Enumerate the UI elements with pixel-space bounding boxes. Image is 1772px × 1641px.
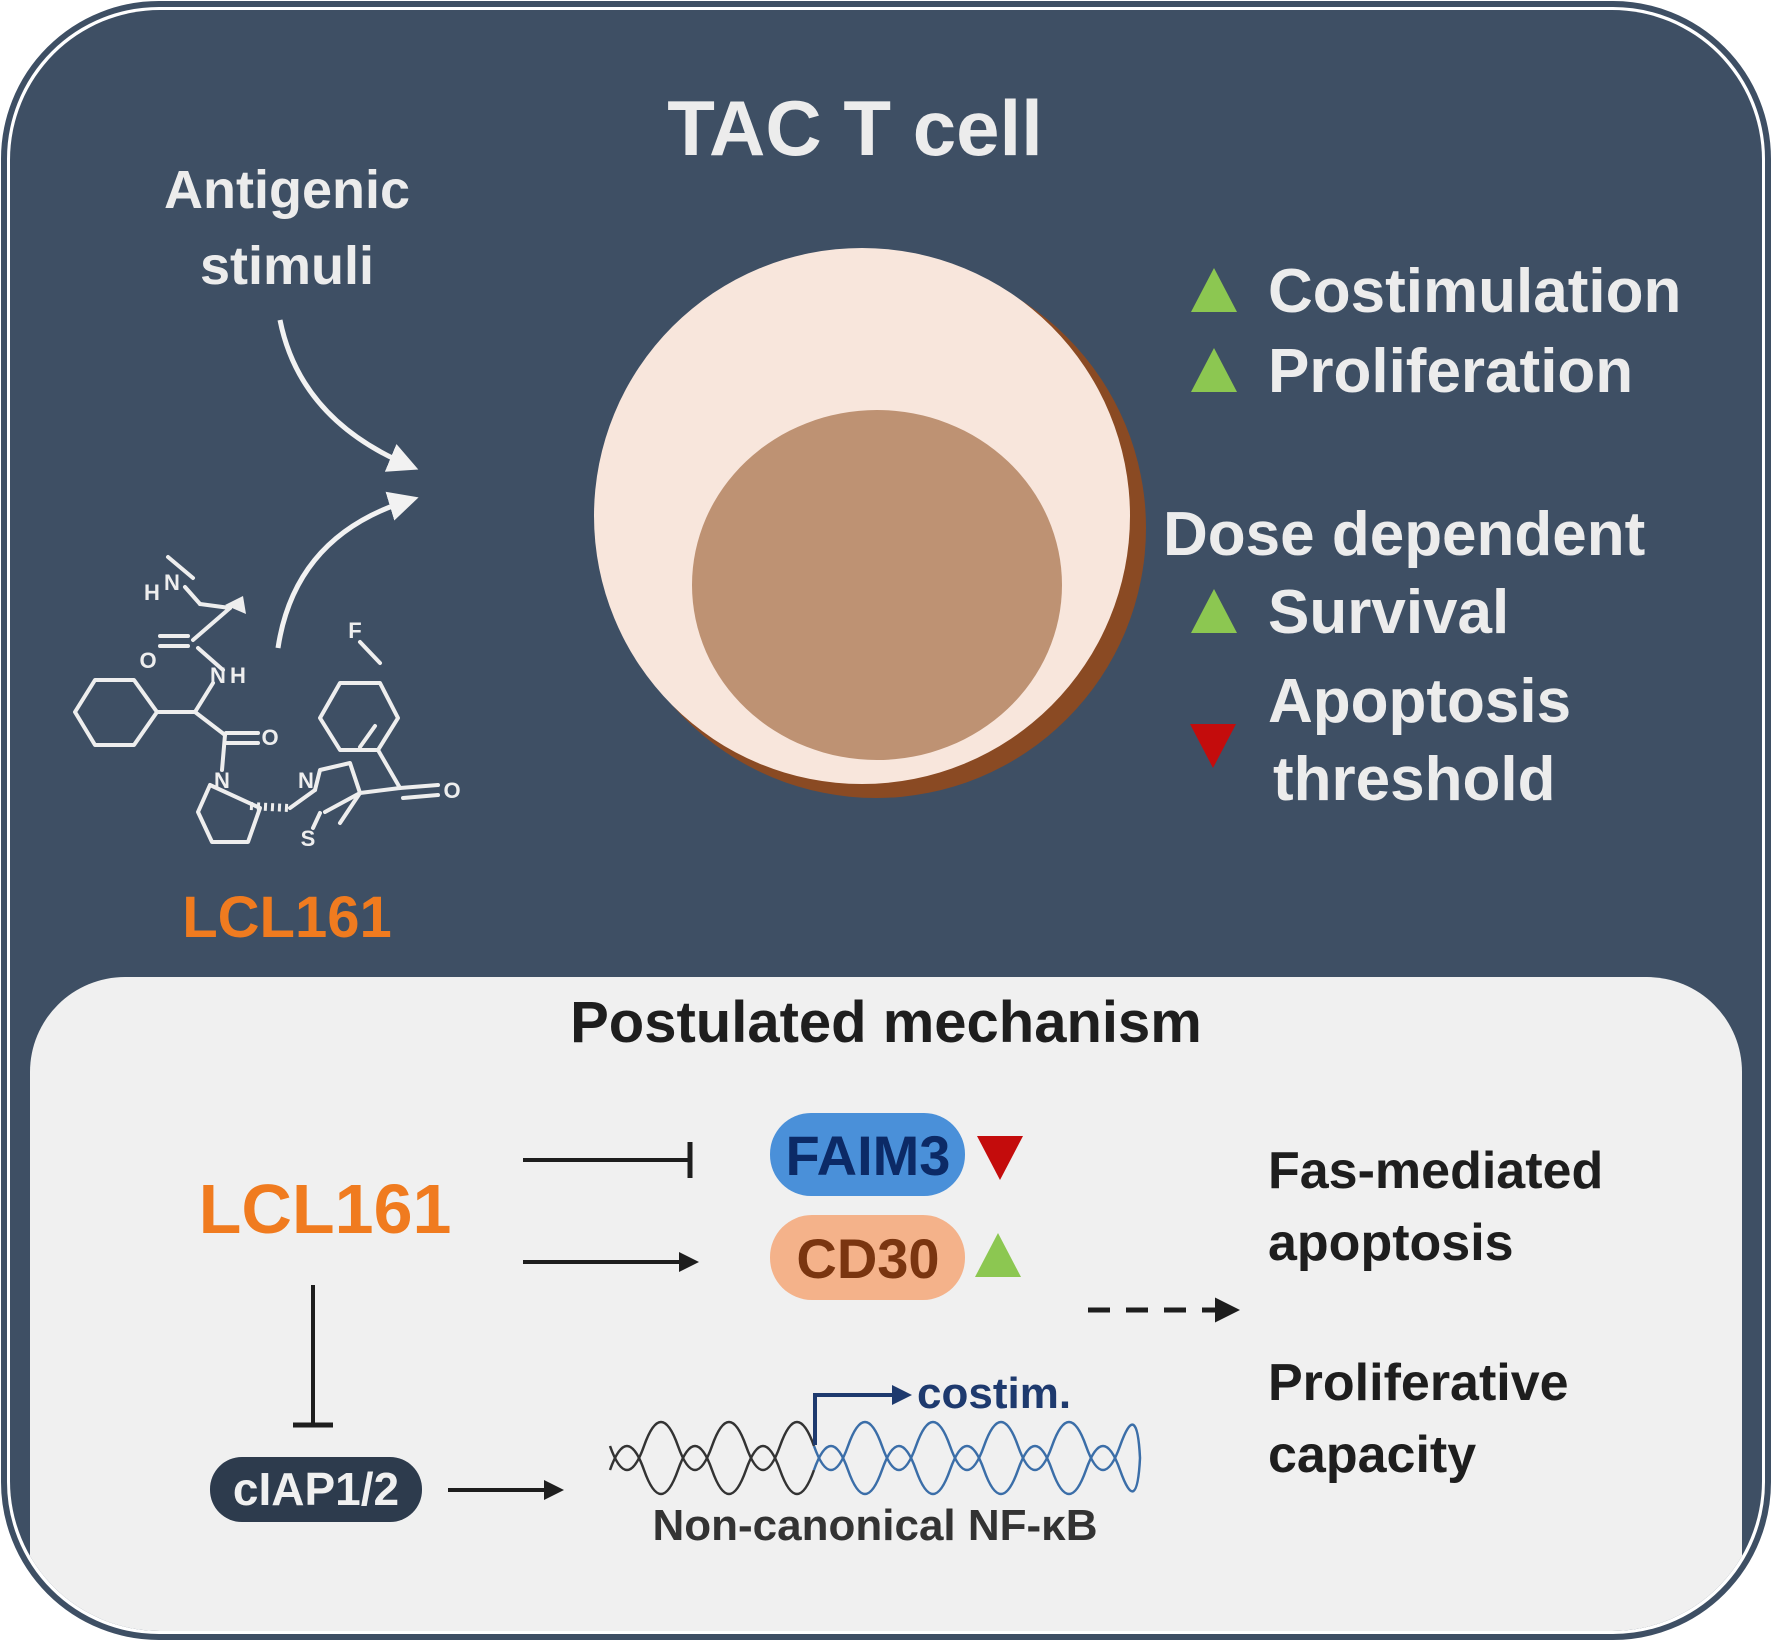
faim3-pill <box>770 1113 965 1196</box>
cell-nucleus <box>692 410 1062 760</box>
molecule-atom-labels: N H O N H O N N S O F <box>139 570 460 851</box>
atom-o-amide2: O <box>261 725 278 750</box>
drug-arrow <box>275 491 419 649</box>
atom-n-pyrrolidine: N <box>214 768 230 793</box>
apoptosis-label-line1: Apoptosis <box>1268 667 1571 736</box>
fas-apoptosis-label-line1: Fas-mediated <box>1268 1142 1603 1200</box>
proliferation-label: Proliferation <box>1268 337 1633 406</box>
atom-n-thiazole: N <box>298 768 314 793</box>
dna-helix <box>608 1421 1142 1495</box>
atom-s-thiazole: S <box>301 826 316 851</box>
survival-label: Survival <box>1268 578 1509 647</box>
methyl-wedge-bond <box>225 596 246 614</box>
atom-h-amide: H <box>230 663 246 688</box>
top-panel-title: TAC T cell <box>667 84 1043 172</box>
lcl161-label-bottom: LCL161 <box>199 1170 452 1248</box>
cd30-pill <box>770 1215 965 1300</box>
cd30-label: CD30 <box>796 1227 939 1290</box>
atom-fluorine: F <box>348 618 361 643</box>
cd30-up-triangle <box>975 1233 1021 1277</box>
apoptosis-down-triangle <box>1190 724 1236 768</box>
ciap-pill <box>210 1457 422 1522</box>
costimulation-label: Costimulation <box>1268 257 1681 326</box>
atom-n-amide: N <box>210 663 226 688</box>
costim-label: costim. <box>917 1369 1071 1418</box>
apoptosis-label-line2: threshold <box>1273 745 1555 814</box>
costimulation-up-triangle <box>1191 268 1237 312</box>
atom-h-methyl: H <box>144 580 160 605</box>
dna-strand-dark-b <box>608 1421 816 1471</box>
antigenic-stimuli-label-line1: Antigenic <box>164 160 410 220</box>
proliferative-capacity-label-line1: Proliferative <box>1268 1354 1569 1412</box>
proliferative-capacity-label-line2: capacity <box>1268 1426 1476 1484</box>
atom-o-amide1: O <box>139 648 156 673</box>
nfkb-label: Non-canonical NF-κB <box>653 1501 1098 1550</box>
dna-strand-blue-a <box>812 1445 1142 1495</box>
dose-dependent-heading: Dose dependent <box>1163 500 1645 569</box>
proliferation-up-triangle <box>1191 348 1237 392</box>
lcl161-label-top: LCL161 <box>182 885 392 950</box>
atom-o-ketone: O <box>443 778 460 803</box>
transcription-start-arrow <box>813 1385 912 1445</box>
dna-strand-blue-b <box>812 1421 1142 1471</box>
bottom-panel-title: Postulated mechanism <box>570 990 1202 1055</box>
faim3-label: FAIM3 <box>786 1124 951 1187</box>
survival-up-triangle <box>1191 589 1237 633</box>
dna-strand-dark-a <box>608 1445 816 1495</box>
fas-apoptosis-label-line2: apoptosis <box>1268 1214 1514 1272</box>
atom-n-methyl: N <box>164 570 180 595</box>
antigenic-stimuli-label-line2: stimuli <box>200 236 374 296</box>
bottom-panel-background <box>30 977 1742 1631</box>
antigen-arrow <box>277 319 419 472</box>
ciap-label: cIAP1/2 <box>233 1463 399 1515</box>
faim3-down-triangle <box>977 1136 1023 1180</box>
tac-t-cell <box>594 248 1146 798</box>
